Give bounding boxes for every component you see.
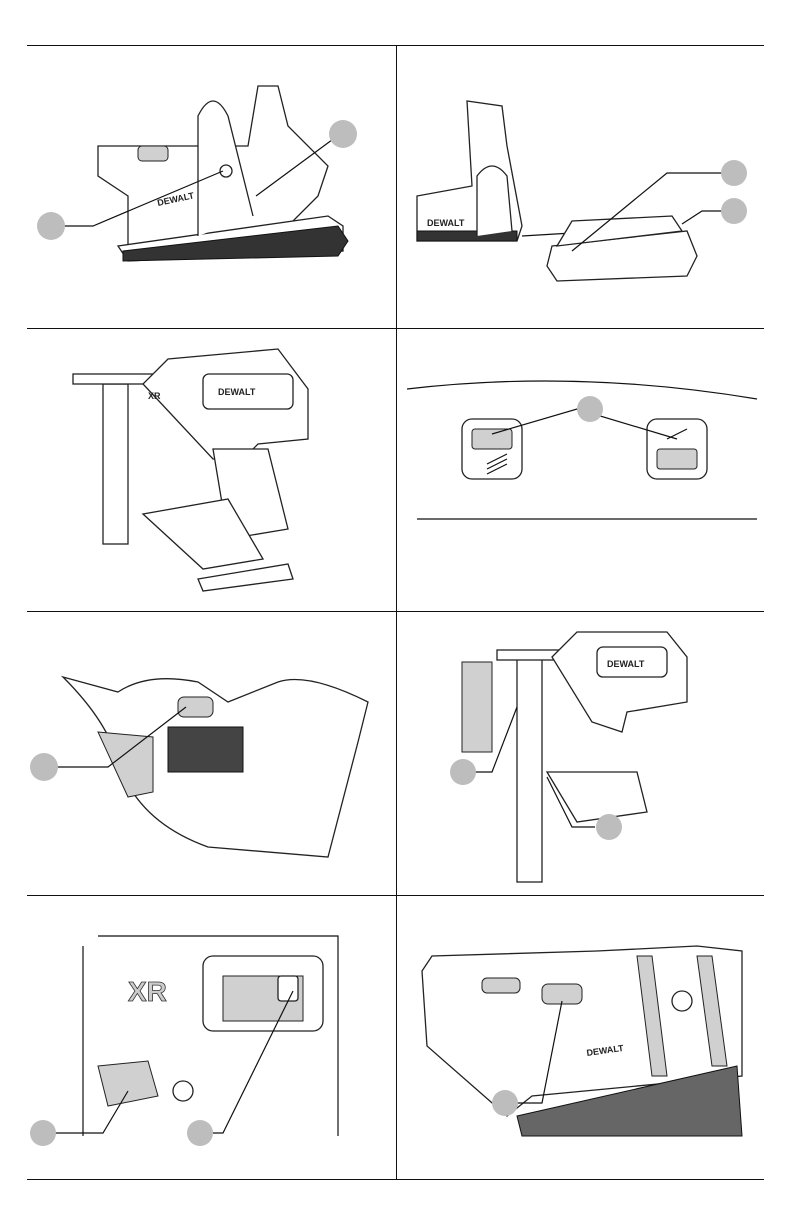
figure-5-trigger-lockout [28,612,395,894]
callout-circle [721,198,747,224]
callout-circle [37,212,65,240]
brand-logo: DEWALT [427,218,465,228]
callout-circle [596,814,622,840]
figure-4-mode-selector [397,329,764,610]
callout-circle [30,753,58,781]
series-logo: XR [148,391,161,401]
bottom-rule [27,1179,764,1180]
callout-circle [492,1090,518,1116]
figure-1-battery-release: DEWALT [28,46,395,327]
callout-circle [450,759,476,785]
brand-logo: DEWALT [218,387,256,397]
callout-circle [187,1120,213,1146]
callout-circle [30,1120,56,1146]
callout-circle [329,120,357,148]
callout-circle [721,160,747,186]
figure-6-magazine-loading: DEWALT [397,612,764,894]
figure-2-battery-insert: DEWALT [397,46,764,327]
brand-logo: DEWALT [607,659,645,669]
figure-7-depth-adjust: XR [28,896,395,1178]
figure-8-led-light: DEWALT [397,896,764,1178]
callout-circle [577,396,603,422]
figure-3-tool-grip: DEWALT XR [28,329,395,610]
series-logo: XR [128,976,167,1007]
